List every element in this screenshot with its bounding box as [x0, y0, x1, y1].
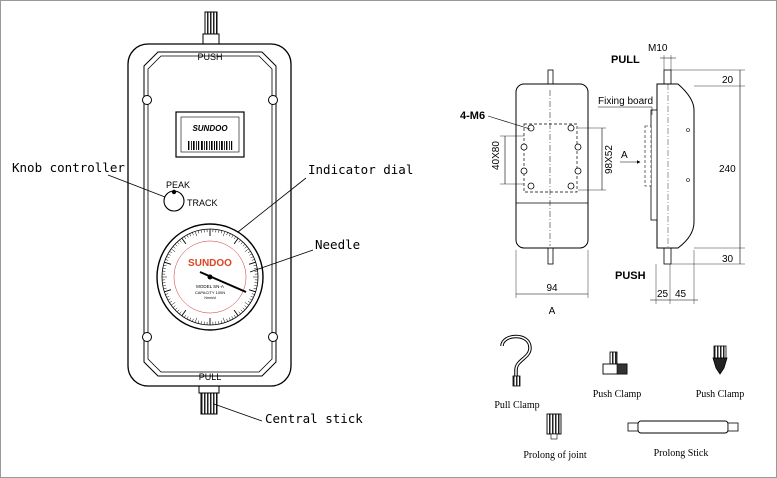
peak-label: PEAK: [166, 180, 190, 190]
dial-division: Nmm/d: [204, 296, 215, 300]
track-label: TRACK: [187, 198, 218, 208]
needle: [199, 271, 247, 293]
dim-240: 240: [719, 164, 736, 175]
push-clamp-flat: [602, 351, 628, 375]
hook-label: Pull Clamp: [494, 400, 539, 411]
dim-40x80: 40X80: [491, 141, 502, 170]
side-push-label: PUSH: [615, 270, 646, 282]
dim-94: 94: [546, 283, 558, 294]
hole-spec: 4-M6: [460, 110, 485, 122]
pull-label-bottom: PULL: [199, 372, 222, 382]
dim-45: 45: [675, 289, 687, 300]
section-arrow-label: A: [621, 150, 628, 161]
dim-30: 30: [722, 254, 734, 265]
dim-25: 25: [657, 289, 669, 300]
callout-knob: Knob controller: [12, 160, 125, 175]
section-label: A: [549, 306, 556, 317]
thread-m10: M10: [648, 43, 668, 54]
dial-brand: SUNDOO: [188, 258, 232, 269]
joint-label: Prolong of joint: [523, 450, 587, 461]
plate-brand: SUNDOO: [192, 124, 228, 133]
dial-capacity: CAPACITY 100N: [195, 290, 225, 295]
callout-stick: Central stick: [265, 411, 363, 426]
pull-clamp-hook: [500, 334, 532, 387]
barcode: [188, 141, 233, 150]
accessories: Pull Clamp Push Clamp Push Clamp Prolong…: [494, 334, 745, 461]
indicator-dial: SUNDOO MODEL SN-A CAPACITY 100N Nmm/d: [156, 223, 264, 331]
front-dimension-view: 4-M6 40X80 98X52 A 94 A: [460, 69, 641, 317]
callout-dial: Indicator dial: [308, 162, 413, 177]
prolong-stick: [627, 420, 739, 434]
push-clamp-cone: [712, 345, 728, 375]
side-pull-label: PULL: [611, 54, 640, 66]
fixing-board-label: Fixing board: [598, 96, 653, 107]
push-label-top: PUSH: [197, 52, 222, 62]
dim-98x52: 98X52: [604, 145, 615, 174]
stick-label: Prolong Stick: [654, 448, 709, 459]
flat-clamp-label: Push Clamp: [593, 389, 642, 400]
dim-20: 20: [722, 75, 734, 86]
prolong-joint: [546, 413, 562, 440]
force-gauge: PUSH PULL SUNDOO PEAK TRACK: [12, 11, 413, 426]
cone-clamp-label: Push Clamp: [696, 389, 745, 400]
dial-model: MODEL SN-A: [196, 284, 224, 289]
callout-needle: Needle: [315, 237, 360, 252]
side-dimension-view: PULL PUSH M10 Fixing board 20 240 30: [598, 43, 745, 304]
